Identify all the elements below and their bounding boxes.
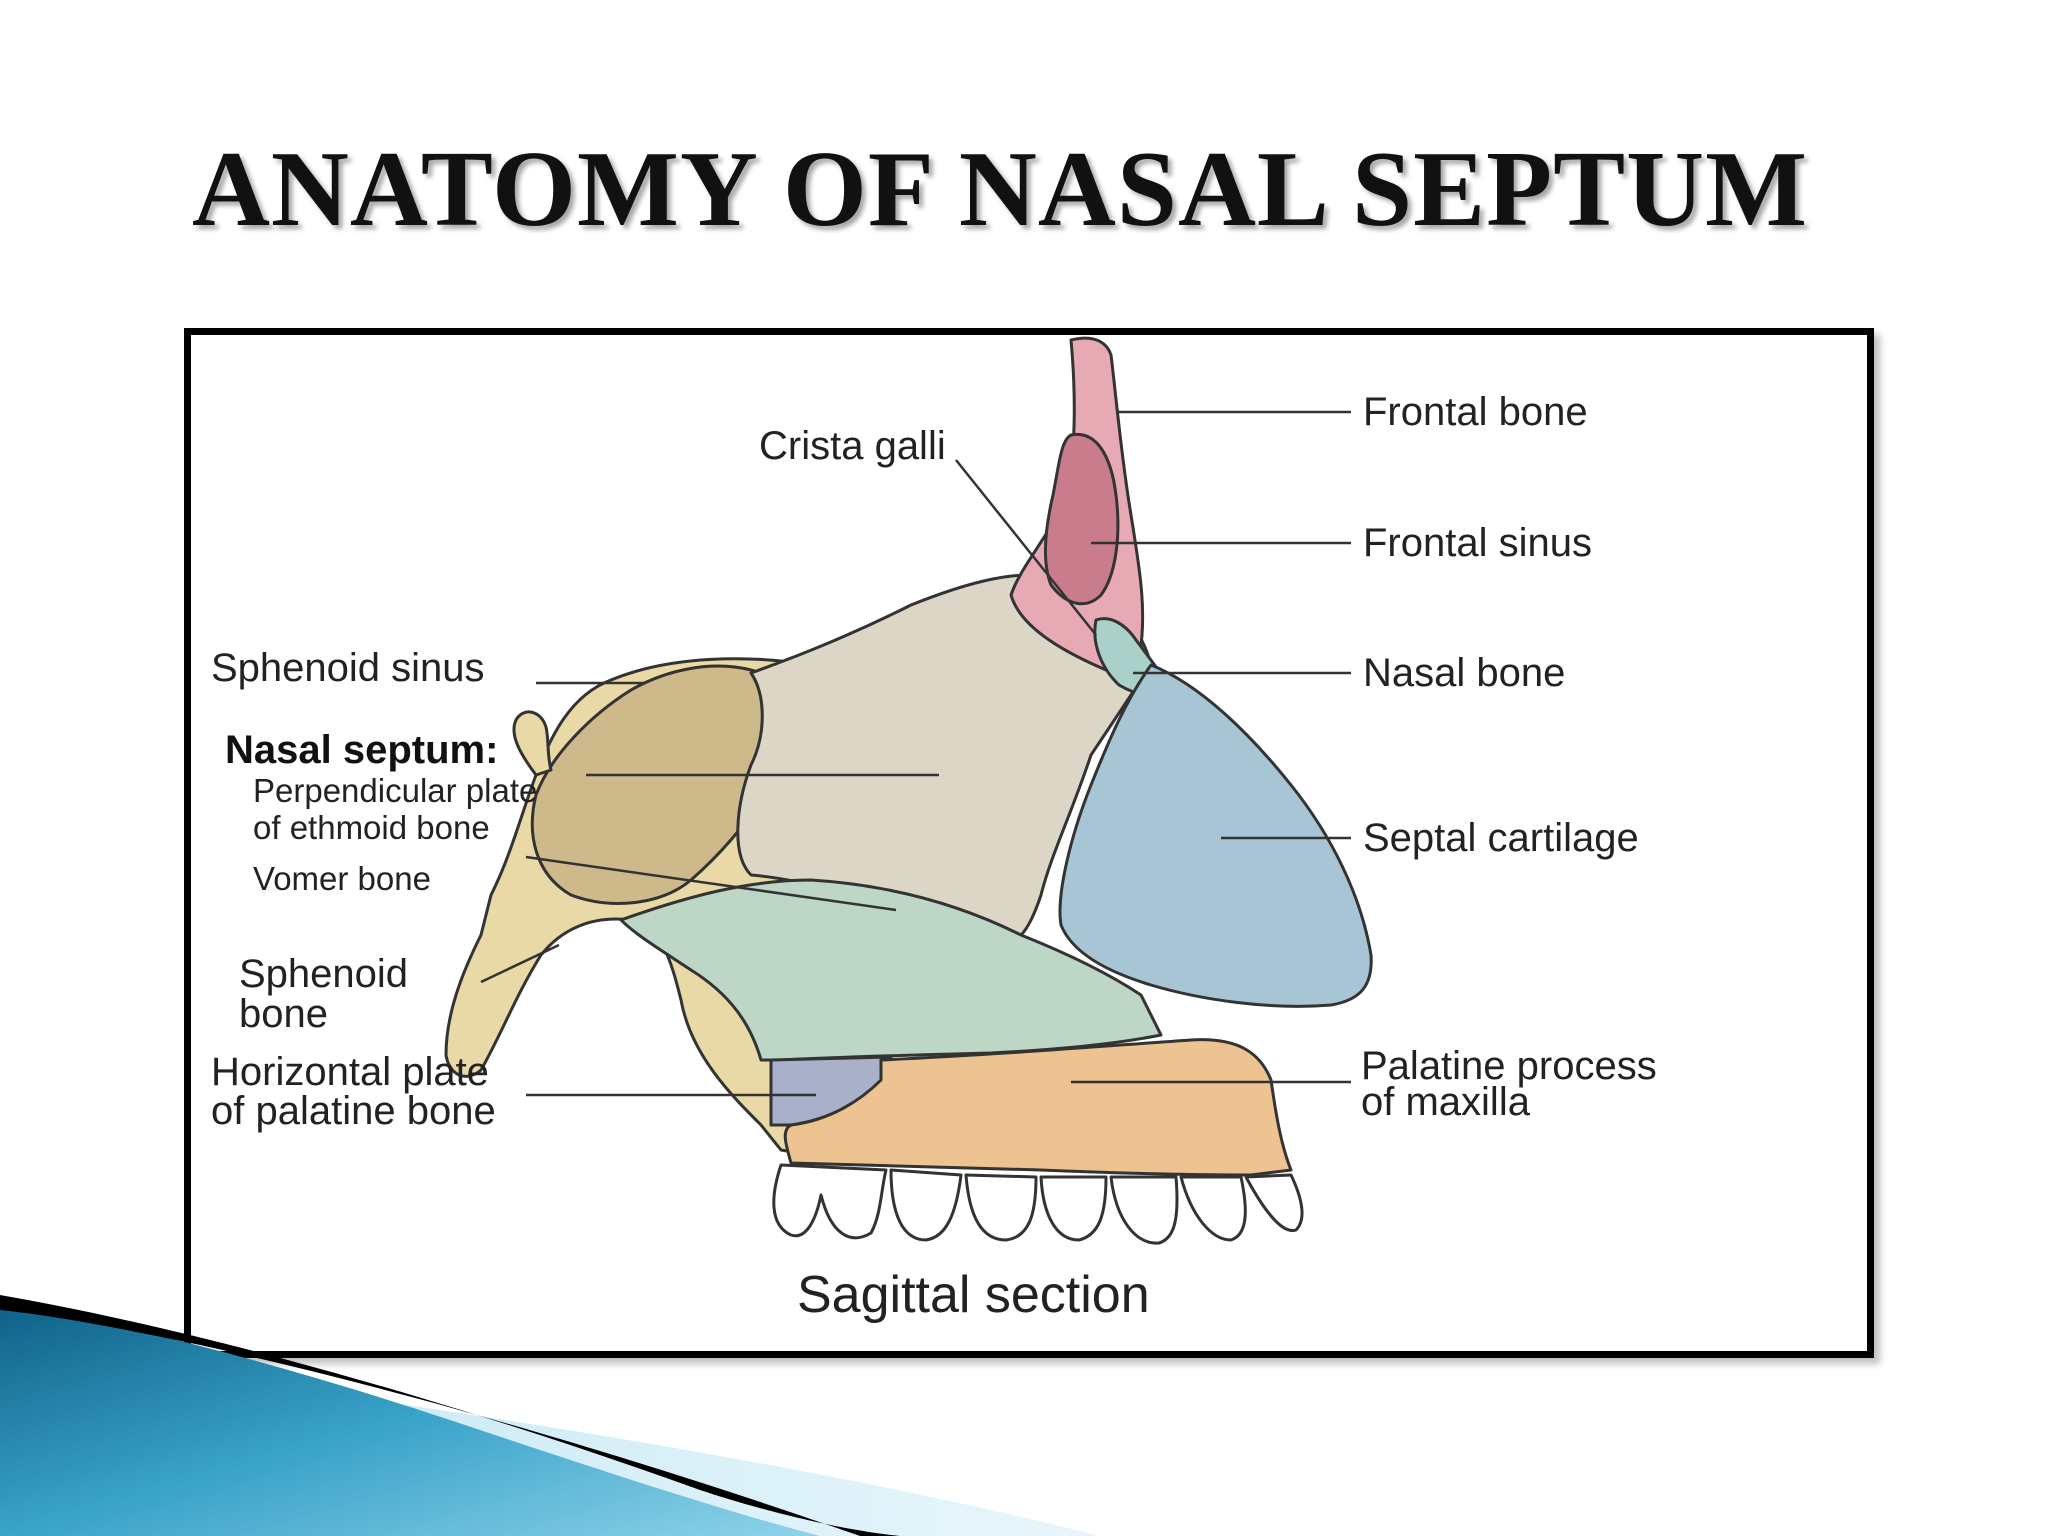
frontal-sinus [1043, 432, 1120, 606]
figure-caption: Sagittal section [797, 1266, 1150, 1324]
label-septal-cartilage: Septal cartilage [1363, 816, 1639, 860]
teeth [772, 1163, 1304, 1245]
label-vomer-bone: Vomer bone [253, 860, 431, 897]
perpendicular-plate-of-ethmoid [736, 573, 1153, 942]
leader-lines [480, 410, 1351, 1097]
leader-crista-galli [955, 459, 1097, 636]
palatine-process-of-maxilla [783, 1038, 1293, 1177]
label-horizontal-plate-line2: of palatine bone [211, 1089, 496, 1133]
label-perpendicular-plate-line2: of ethmoid bone [253, 809, 490, 846]
label-palatine-process-line2: of maxilla [1361, 1080, 1530, 1124]
label-frontal-bone: Frontal bone [1363, 390, 1588, 434]
label-nasal-bone: Nasal bone [1363, 651, 1566, 695]
leader-sphenoid-bone [480, 943, 560, 984]
label-sphenoid-bone-line2: bone [239, 992, 328, 1036]
figure-frame: Crista galli Frontal bone Frontal sinus … [184, 328, 1874, 1358]
swoosh-pale-band [0, 1350, 1100, 1536]
septal-cartilage [1058, 663, 1373, 1008]
sagittal-section-diagram [444, 336, 1373, 1245]
label-perpendicular-plate-line1: Perpendicular plate [253, 772, 538, 809]
label-sphenoid-bone-line1: Sphenoid [239, 952, 409, 996]
label-crista-galli: Crista galli [759, 424, 946, 468]
label-nasal-septum-heading: Nasal septum: [225, 728, 499, 772]
label-horizontal-plate-line1: Horizontal plate [211, 1050, 489, 1094]
clinoid-process [512, 710, 553, 777]
vomer-bone [619, 878, 1163, 1062]
leader-vomer [525, 855, 897, 912]
label-palatine-process-line1: Palatine process [1361, 1044, 1657, 1088]
label-frontal-sinus: Frontal sinus [1363, 521, 1592, 565]
label-sphenoid-sinus: Sphenoid sinus [211, 646, 485, 690]
slide-title: ANATOMY OF NASAL SEPTUM [191, 130, 1809, 249]
